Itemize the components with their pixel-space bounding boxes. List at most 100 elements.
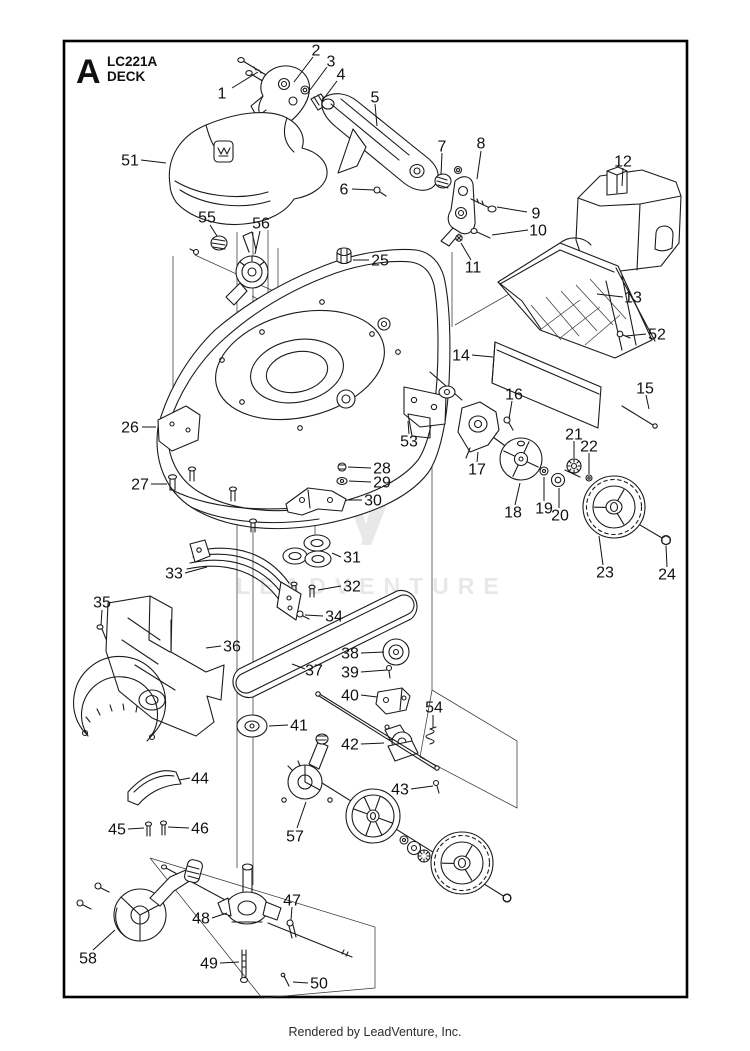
part-callout-42[interactable]: 42 — [341, 737, 359, 754]
part-20-washer — [550, 472, 566, 488]
part-callout-9[interactable]: 9 — [532, 206, 541, 223]
part-callout-7[interactable]: 7 — [438, 139, 447, 156]
part-callout-27[interactable]: 27 — [131, 477, 149, 494]
part-56-height-adjuster — [225, 231, 269, 306]
part-callout-3[interactable]: 3 — [327, 54, 336, 71]
part-57-height-lever — [281, 733, 333, 803]
part-47-bolt — [286, 919, 297, 939]
part-callout-31[interactable]: 31 — [343, 550, 361, 567]
part-callout-29[interactable]: 29 — [373, 475, 391, 492]
part-callout-46[interactable]: 46 — [191, 821, 209, 838]
part-52-screw — [616, 330, 631, 339]
leader-line-42 — [360, 742, 385, 745]
part-callout-58[interactable]: 58 — [79, 951, 97, 968]
part-50-pin — [280, 972, 290, 987]
part-callout-47[interactable]: 47 — [283, 893, 301, 910]
part-callout-38[interactable]: 38 — [341, 646, 359, 663]
part-callout-45[interactable]: 45 — [108, 822, 126, 839]
leader-line-44 — [178, 777, 191, 781]
part-callout-30[interactable]: 30 — [364, 493, 382, 510]
part-8-bracket — [440, 165, 476, 247]
leader-line-40 — [360, 694, 378, 698]
part-48-gearbox — [217, 863, 282, 925]
leader-line-14 — [471, 354, 494, 358]
leader-line-37 — [291, 663, 306, 670]
leader-line-41 — [268, 724, 289, 727]
part-callout-1[interactable]: 1 — [218, 86, 227, 103]
part-callout-16[interactable]: 16 — [505, 387, 523, 404]
part-callout-19[interactable]: 19 — [535, 501, 553, 518]
part-44-guard-ring — [73, 655, 182, 806]
part-callout-53[interactable]: 53 — [400, 434, 418, 451]
leader-line-4 — [321, 80, 338, 102]
part-35-screw — [96, 624, 107, 640]
part-callout-33[interactable]: 33 — [165, 566, 183, 583]
part-31-bearings — [282, 534, 332, 568]
leader-line-24 — [665, 545, 668, 568]
part-callout-20[interactable]: 20 — [551, 508, 569, 525]
leader-line-12 — [621, 167, 624, 187]
part-17-axle-bracket — [457, 401, 500, 459]
part-callout-22[interactable]: 22 — [580, 439, 598, 456]
part-callout-13[interactable]: 13 — [624, 290, 642, 307]
leader-line-32 — [317, 585, 342, 591]
part-callout-51[interactable]: 51 — [121, 153, 139, 170]
part-callout-55[interactable]: 55 — [198, 210, 216, 227]
model-number: LC221A — [107, 54, 158, 69]
part-callout-40[interactable]: 40 — [341, 688, 359, 705]
rear-tire — [430, 831, 494, 895]
part-callout-15[interactable]: 15 — [636, 381, 654, 398]
part-38-pulley — [382, 638, 410, 666]
part-callout-21[interactable]: 21 — [565, 427, 583, 444]
part-callout-4[interactable]: 4 — [337, 67, 346, 84]
part-10-bolt — [470, 227, 491, 239]
part-callout-36[interactable]: 36 — [223, 639, 241, 656]
part-callout-23[interactable]: 23 — [596, 565, 614, 582]
part-callout-11[interactable]: 11 — [465, 260, 482, 277]
part-36-baffle — [105, 595, 225, 737]
part-callout-56[interactable]: 56 — [252, 216, 270, 233]
part-37-drive-belt — [232, 589, 418, 699]
leader-line-5 — [374, 103, 378, 127]
part-callout-28[interactable]: 28 — [373, 461, 391, 478]
part-callout-26[interactable]: 26 — [121, 420, 139, 437]
leader-line-2 — [293, 56, 314, 83]
leader-line-8 — [476, 150, 482, 180]
part-callout-44[interactable]: 44 — [191, 771, 209, 788]
part-33-handle-mount — [186, 539, 302, 621]
part-callout-2[interactable]: 2 — [312, 43, 321, 60]
part-callout-57[interactable]: 57 — [286, 829, 304, 846]
lower-axle-assembly — [281, 733, 512, 903]
part-callout-50[interactable]: 50 — [310, 976, 328, 993]
part-callout-10[interactable]: 10 — [529, 223, 547, 240]
part-callout-49[interactable]: 49 — [200, 956, 218, 973]
part-callout-48[interactable]: 48 — [192, 911, 210, 928]
leader-line-10 — [491, 229, 529, 236]
part-callout-54[interactable]: 54 — [425, 700, 443, 717]
part-callout-34[interactable]: 34 — [325, 609, 343, 626]
part-5-handle-bracket — [321, 93, 439, 191]
part-callout-32[interactable]: 32 — [343, 579, 361, 596]
part-callout-39[interactable]: 39 — [341, 665, 359, 682]
part-callout-8[interactable]: 8 — [477, 136, 486, 153]
part-19-washer — [539, 466, 549, 476]
part-callout-35[interactable]: 35 — [93, 595, 111, 612]
part-callout-17[interactable]: 17 — [468, 462, 486, 479]
part-callout-43[interactable]: 43 — [391, 782, 409, 799]
part-callout-14[interactable]: 14 — [452, 348, 470, 365]
part-callout-6[interactable]: 6 — [340, 182, 349, 199]
part-callout-25[interactable]: 25 — [371, 253, 389, 270]
part-callout-41[interactable]: 41 — [290, 718, 308, 735]
part-callout-52[interactable]: 52 — [648, 327, 666, 344]
part-callout-12[interactable]: 12 — [614, 154, 632, 171]
part-callout-24[interactable]: 24 — [658, 567, 676, 584]
hardware-bolts — [187, 466, 258, 533]
leader-line-52 — [625, 333, 647, 337]
leader-line-11 — [460, 242, 472, 261]
part-callout-5[interactable]: 5 — [371, 90, 380, 107]
part-25-cap — [336, 247, 352, 265]
leader-line-23 — [598, 535, 604, 566]
part-callout-37[interactable]: 37 — [305, 663, 323, 680]
part-callout-18[interactable]: 18 — [504, 505, 522, 522]
